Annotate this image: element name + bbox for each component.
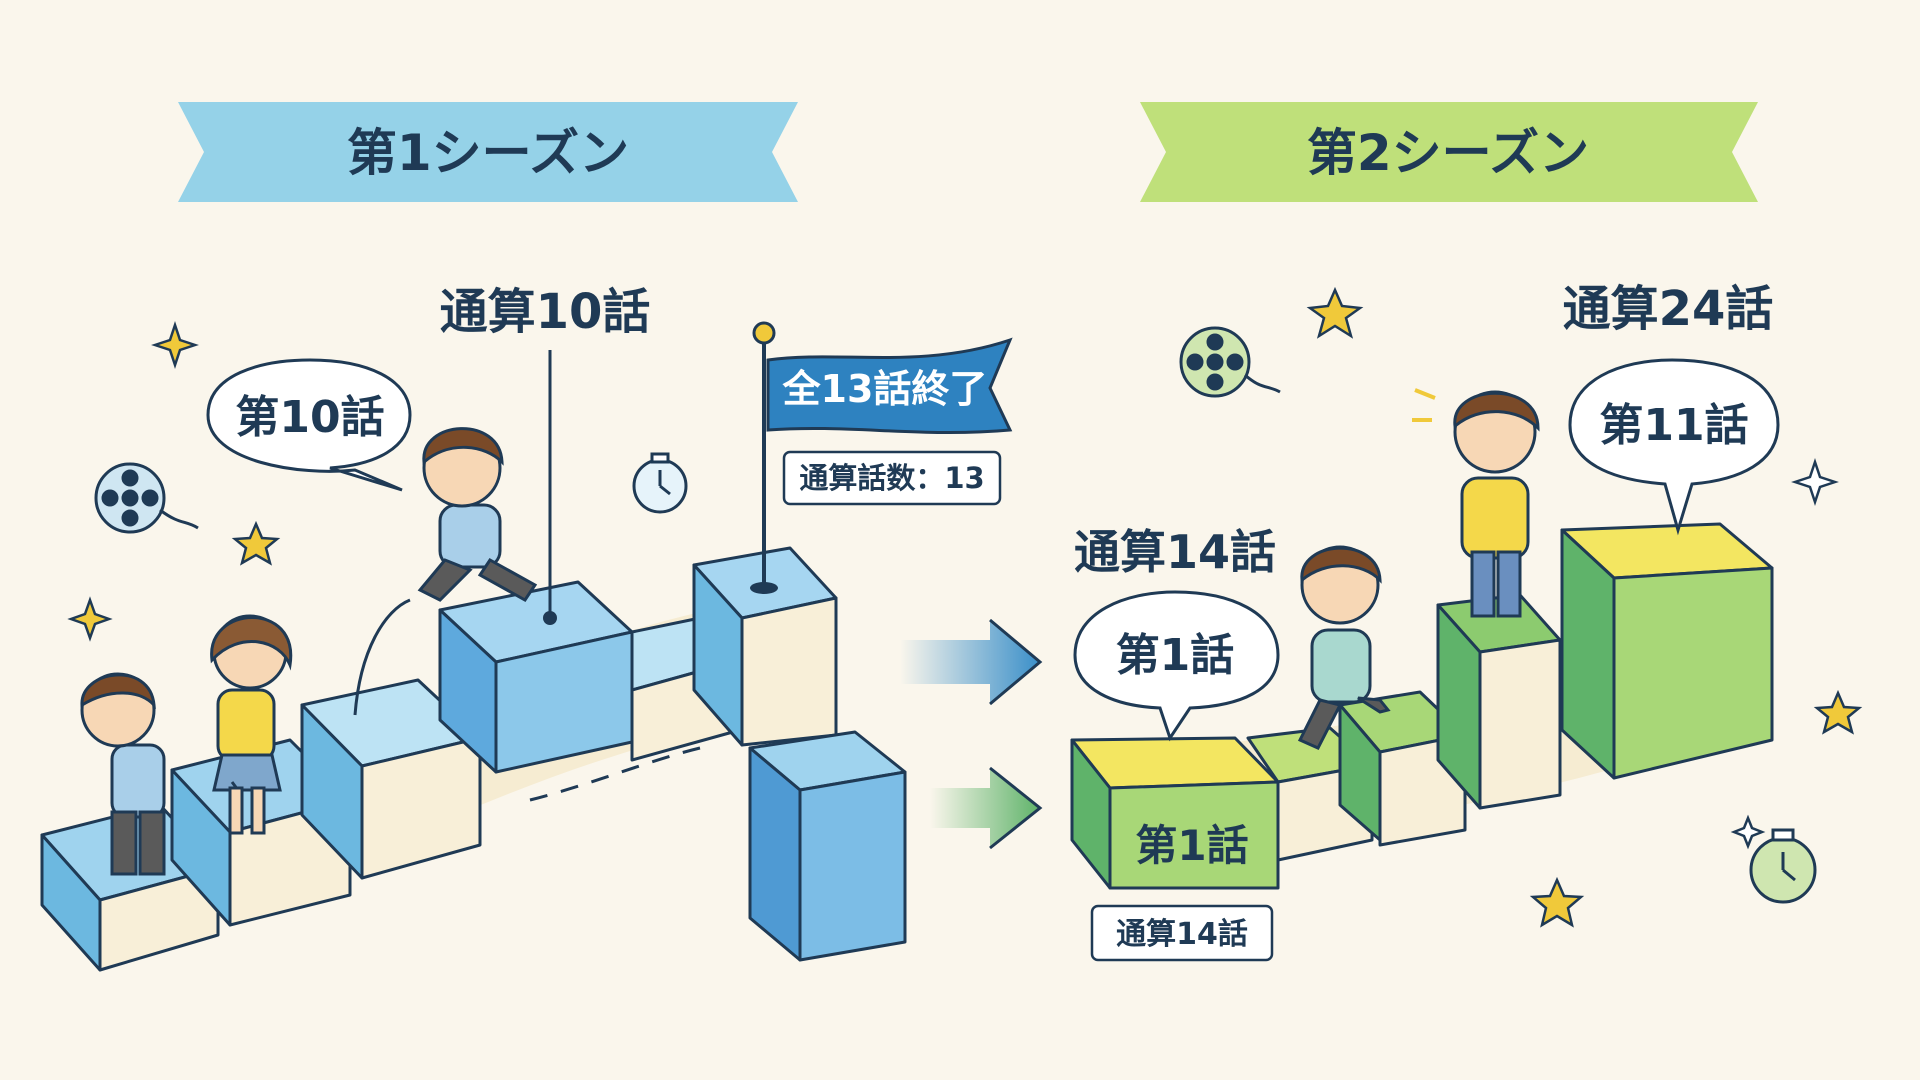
season2-staircase	[1070, 522, 1774, 890]
season-transition-arrow-blue	[900, 618, 1043, 706]
season1-flag-text: 全13話終了	[782, 367, 988, 411]
season1-banner: 第1シーズン	[178, 102, 798, 202]
child-boy-climbing	[1297, 545, 1391, 750]
star-icon-2	[1306, 286, 1863, 928]
child-girl	[210, 614, 293, 835]
film-reel-icon-2	[1179, 326, 1281, 398]
season1-callout-pin	[543, 350, 557, 625]
season2-callout-total-top: 通算24話	[1563, 281, 1774, 337]
season2-banner: 第2シーズン	[1140, 102, 1758, 202]
season2-bubble-mid-text: 第1話	[1116, 630, 1235, 681]
season-transition-arrow-green	[930, 766, 1043, 850]
season2-speech-bubble-mid: 第1話	[1073, 590, 1280, 742]
child-boy-1	[80, 672, 166, 876]
season2-bubble-top-text: 第11話	[1599, 400, 1748, 451]
season2-total-box: 通算14話	[1090, 904, 1274, 962]
season1-banner-text: 第1シーズン	[347, 124, 629, 182]
season1-total-box: 通算話数：13	[782, 450, 1002, 506]
season2-first-step-label: 第1話	[1135, 821, 1248, 870]
season1-staircase	[40, 546, 907, 972]
film-reel-icon	[94, 462, 199, 534]
season2-total-box-text: 通算14話	[1116, 917, 1248, 952]
child-boy-waving	[1412, 388, 1540, 618]
sparkle-icon	[67, 321, 199, 642]
stopwatch-icon-2	[1749, 828, 1817, 904]
season2-banner-text: 第2シーズン	[1307, 124, 1589, 182]
season2-callout-total-mid: 通算14話	[1074, 525, 1276, 579]
season1-callout-total: 通算10話	[440, 284, 651, 340]
sparkle-icon-2	[1730, 458, 1839, 850]
stopwatch-icon	[632, 452, 688, 514]
season1-flag: 全13話終了	[750, 321, 1013, 594]
season1-total-box-text: 通算話数：13	[799, 461, 984, 495]
season1-speech-bubble: 第10話	[206, 358, 412, 492]
star-icon	[231, 520, 281, 566]
jump-arc	[353, 598, 411, 716]
child-boy-jumping	[417, 427, 538, 602]
season1-bubble-text: 第10話	[235, 392, 384, 443]
season2-speech-bubble-top: 第11話	[1568, 358, 1780, 536]
